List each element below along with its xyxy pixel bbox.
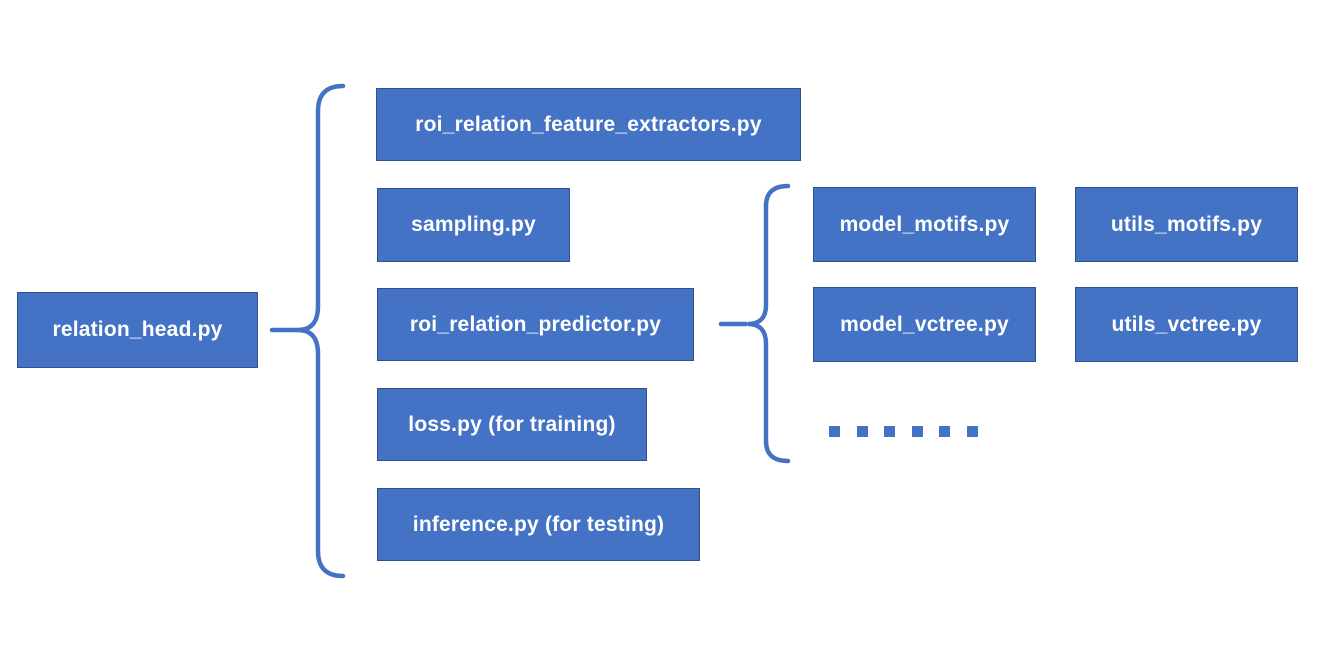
node-utils-motifs-label: utils_motifs.py — [1110, 212, 1263, 236]
node-utils-motifs: utils_motifs.py — [1075, 187, 1298, 262]
ellipsis-dot — [966, 426, 978, 437]
left-brace — [297, 83, 346, 579]
node-inference-label: inference.py (for testing) — [412, 512, 665, 536]
node-roi-relation-feature-extractors: roi_relation_feature_extractors.py — [376, 88, 801, 161]
ellipsis-dot — [829, 426, 840, 437]
node-utils-vctree-label: utils_vctree.py — [1111, 312, 1262, 336]
node-model-motifs: model_motifs.py — [813, 187, 1036, 262]
node-inference: inference.py (for testing) — [377, 488, 700, 561]
node-relation-head-label: relation_head.py — [52, 318, 223, 341]
ellipsis-dot — [939, 426, 950, 437]
node-relation-head: relation_head.py — [17, 292, 258, 368]
node-sampling: sampling.py — [377, 188, 570, 262]
node-roi-relation-feature-extractors-label: roi_relation_feature_extractors.py — [415, 112, 762, 136]
ellipsis-dot — [911, 426, 923, 437]
node-roi-relation-predictor: roi_relation_predictor.py — [377, 288, 694, 361]
ellipsis-dot — [884, 426, 895, 437]
node-loss-label: loss.py (for training) — [408, 412, 616, 436]
node-model-vctree: model_vctree.py — [813, 287, 1036, 362]
node-sampling-label: sampling.py — [411, 213, 536, 236]
node-model-vctree-label: model_vctree.py — [840, 312, 1009, 336]
ellipsis-dots — [829, 426, 978, 437]
node-model-motifs-label: model_motifs.py — [839, 212, 1010, 236]
node-utils-vctree: utils_vctree.py — [1075, 287, 1298, 362]
node-roi-relation-predictor-label: roi_relation_predictor.py — [409, 312, 662, 336]
right-brace — [747, 183, 791, 464]
node-loss: loss.py (for training) — [377, 388, 647, 461]
ellipsis-dot — [856, 426, 868, 437]
